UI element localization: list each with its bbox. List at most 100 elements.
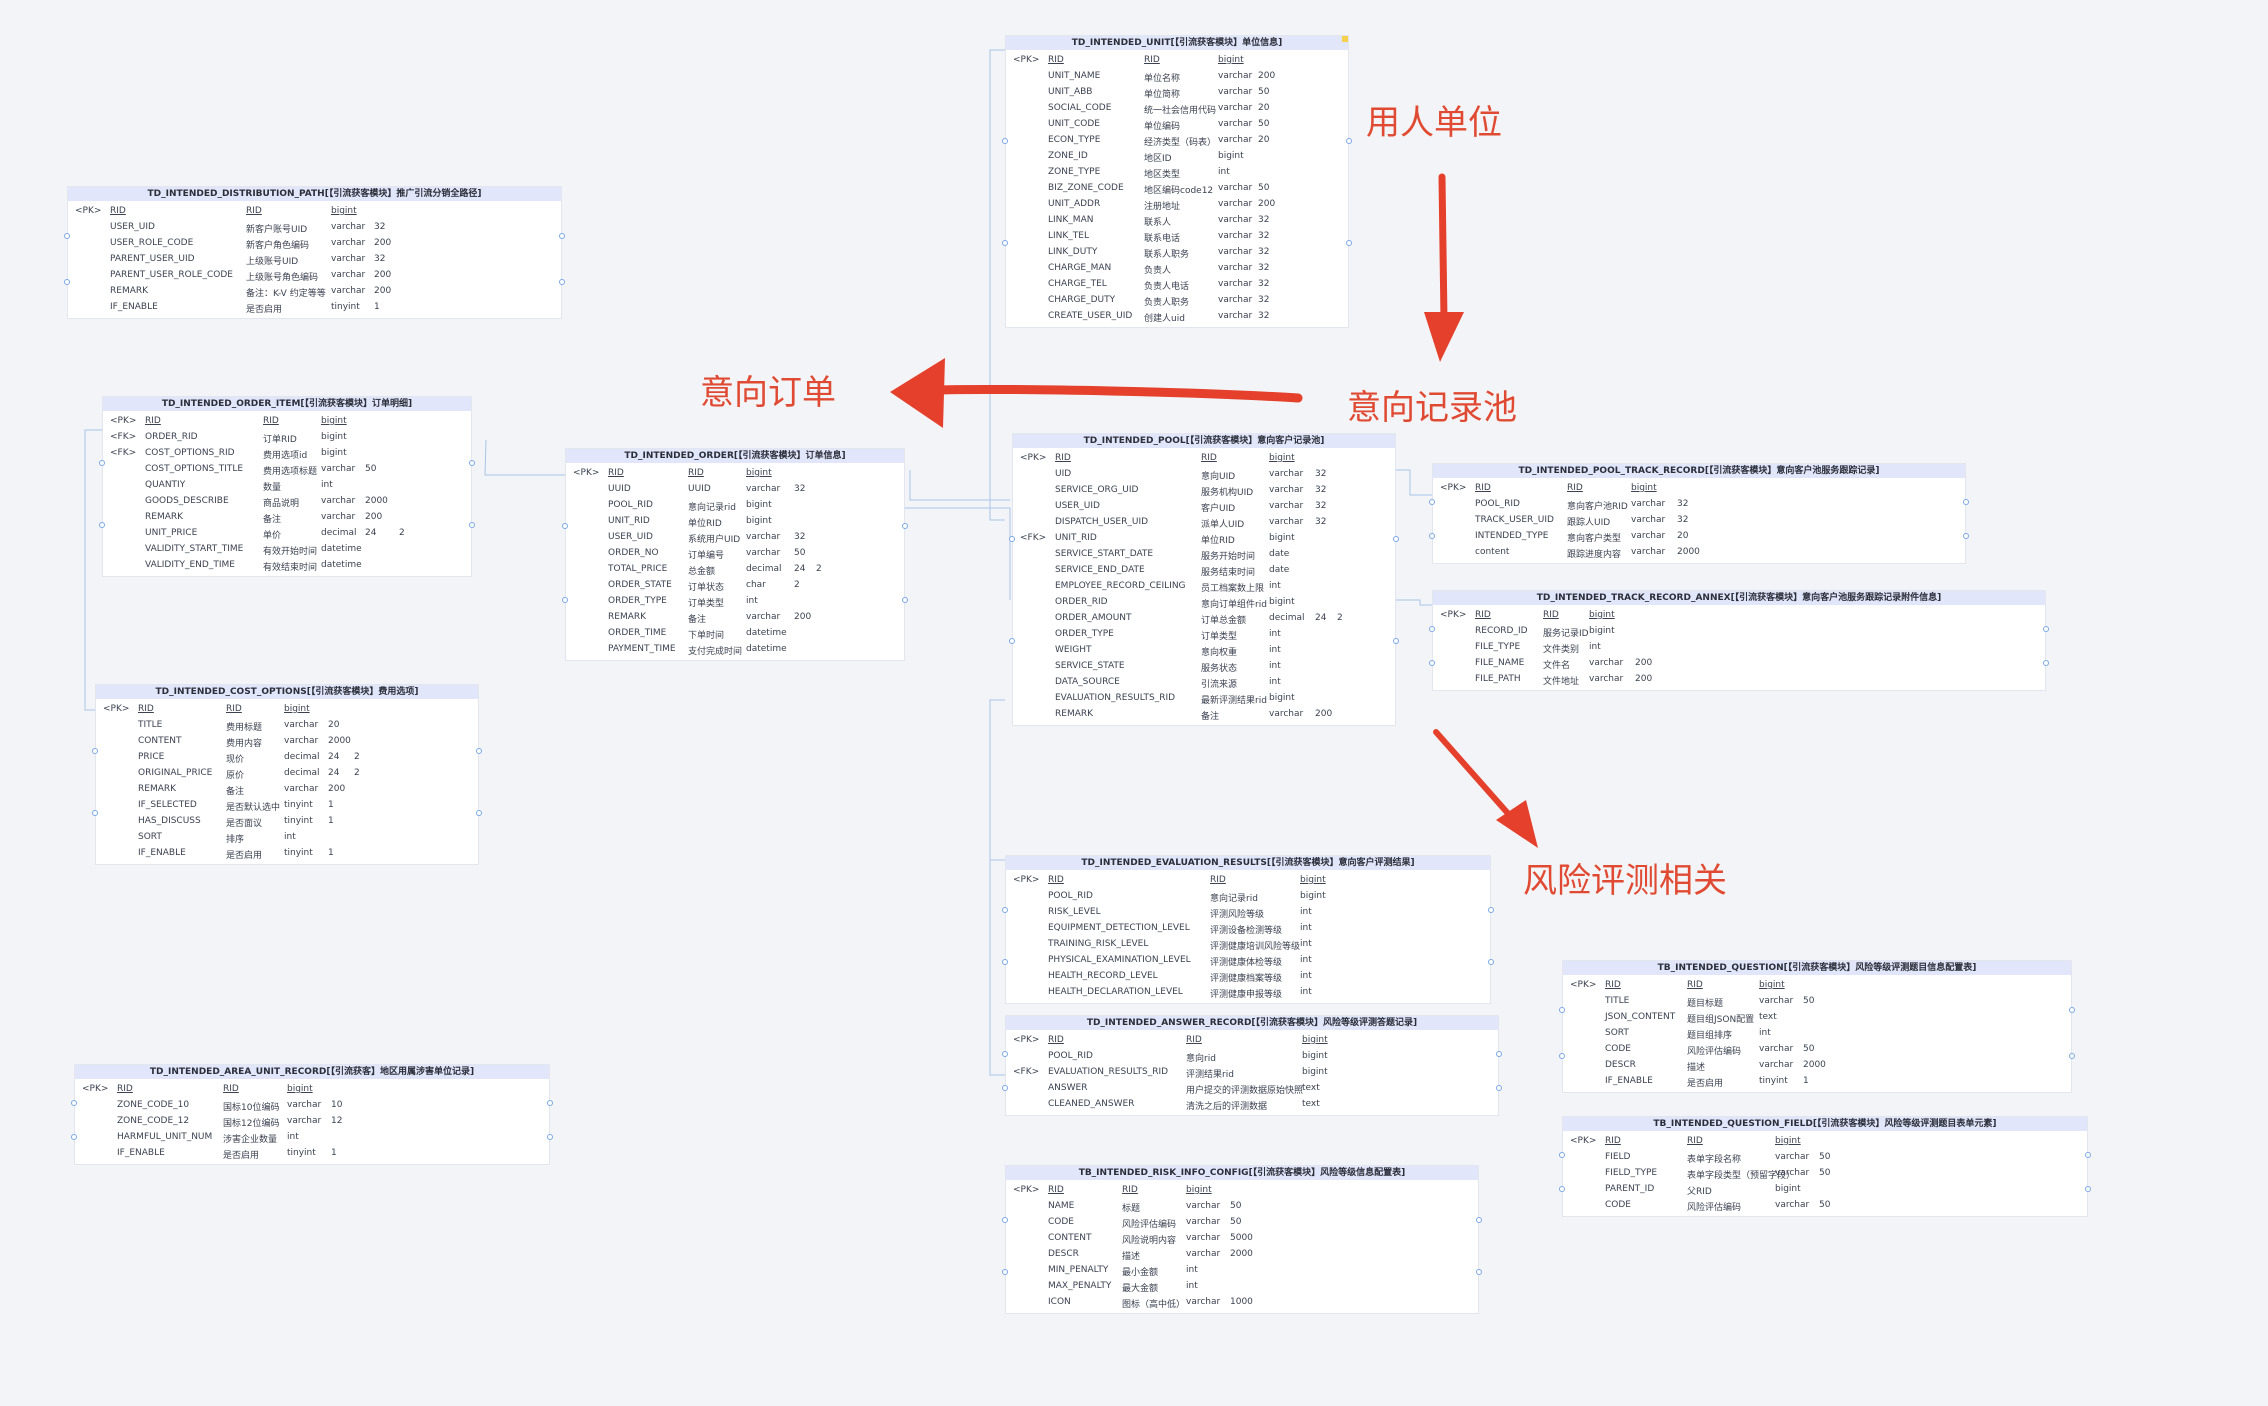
connection-handle[interactable] [1393, 638, 1399, 644]
connection-handle[interactable] [2069, 1053, 2075, 1059]
connection-handle[interactable] [64, 233, 70, 239]
connection-handle[interactable] [1002, 1085, 1008, 1091]
connection-handle[interactable] [1488, 959, 1494, 965]
connection-handle[interactable] [1002, 1217, 1008, 1223]
connection-handle[interactable] [1393, 536, 1399, 542]
connection-handle[interactable] [1559, 1053, 1565, 1059]
connection-handle[interactable] [1559, 1186, 1565, 1192]
connection-handle[interactable] [902, 597, 908, 603]
connection-handle[interactable] [1429, 499, 1435, 505]
table-distribution[interactable]: TD_INTENDED_DISTRIBUTION_PATH[【引流获客模块】推广… [64, 186, 565, 319]
connection-handle[interactable] [2043, 660, 2049, 666]
connection-handle[interactable] [71, 1134, 77, 1140]
table-question[interactable]: TB_INTENDED_QUESTION[【引流获客模块】风险等级评测题目信息配… [1559, 960, 2075, 1093]
connection-handle[interactable] [99, 460, 105, 466]
table-track-annex[interactable]: TD_INTENDED_TRACK_RECORD_ANNEX[【引流获客模块】意… [1429, 590, 2049, 691]
connection-handle[interactable] [1346, 240, 1352, 246]
connection-handle[interactable] [1559, 1007, 1565, 1013]
table-question-field[interactable]: TB_INTENDED_QUESTION_FIELD[【引流获客模块】风险等级评… [1559, 1116, 2091, 1217]
connection-handle[interactable] [1009, 638, 1015, 644]
connection-handle[interactable] [1496, 1051, 1502, 1057]
connection-handle[interactable] [562, 597, 568, 603]
connection-handle[interactable] [1963, 499, 1969, 505]
connection-handle[interactable] [1496, 1085, 1502, 1091]
connection-handle[interactable] [559, 279, 565, 285]
connection-handle[interactable] [469, 460, 475, 466]
table-risk-config[interactable]: TB_INTENDED_RISK_INFO_CONFIG[【引流获客模块】风险等… [1002, 1165, 1482, 1314]
connection-handle[interactable] [1002, 240, 1008, 246]
connection-handle[interactable] [1002, 138, 1008, 144]
connection-handle[interactable] [1559, 1152, 1565, 1158]
connection-handle[interactable] [1488, 907, 1494, 913]
connection-handle[interactable] [1002, 907, 1008, 913]
table-answer-record[interactable]: TD_INTENDED_ANSWER_RECORD[【引流获客模块】风险等级评测… [1002, 1015, 1502, 1116]
connection-handle[interactable] [1476, 1217, 1482, 1223]
connection-handle[interactable] [1346, 138, 1352, 144]
connection-handle[interactable] [1429, 626, 1435, 632]
